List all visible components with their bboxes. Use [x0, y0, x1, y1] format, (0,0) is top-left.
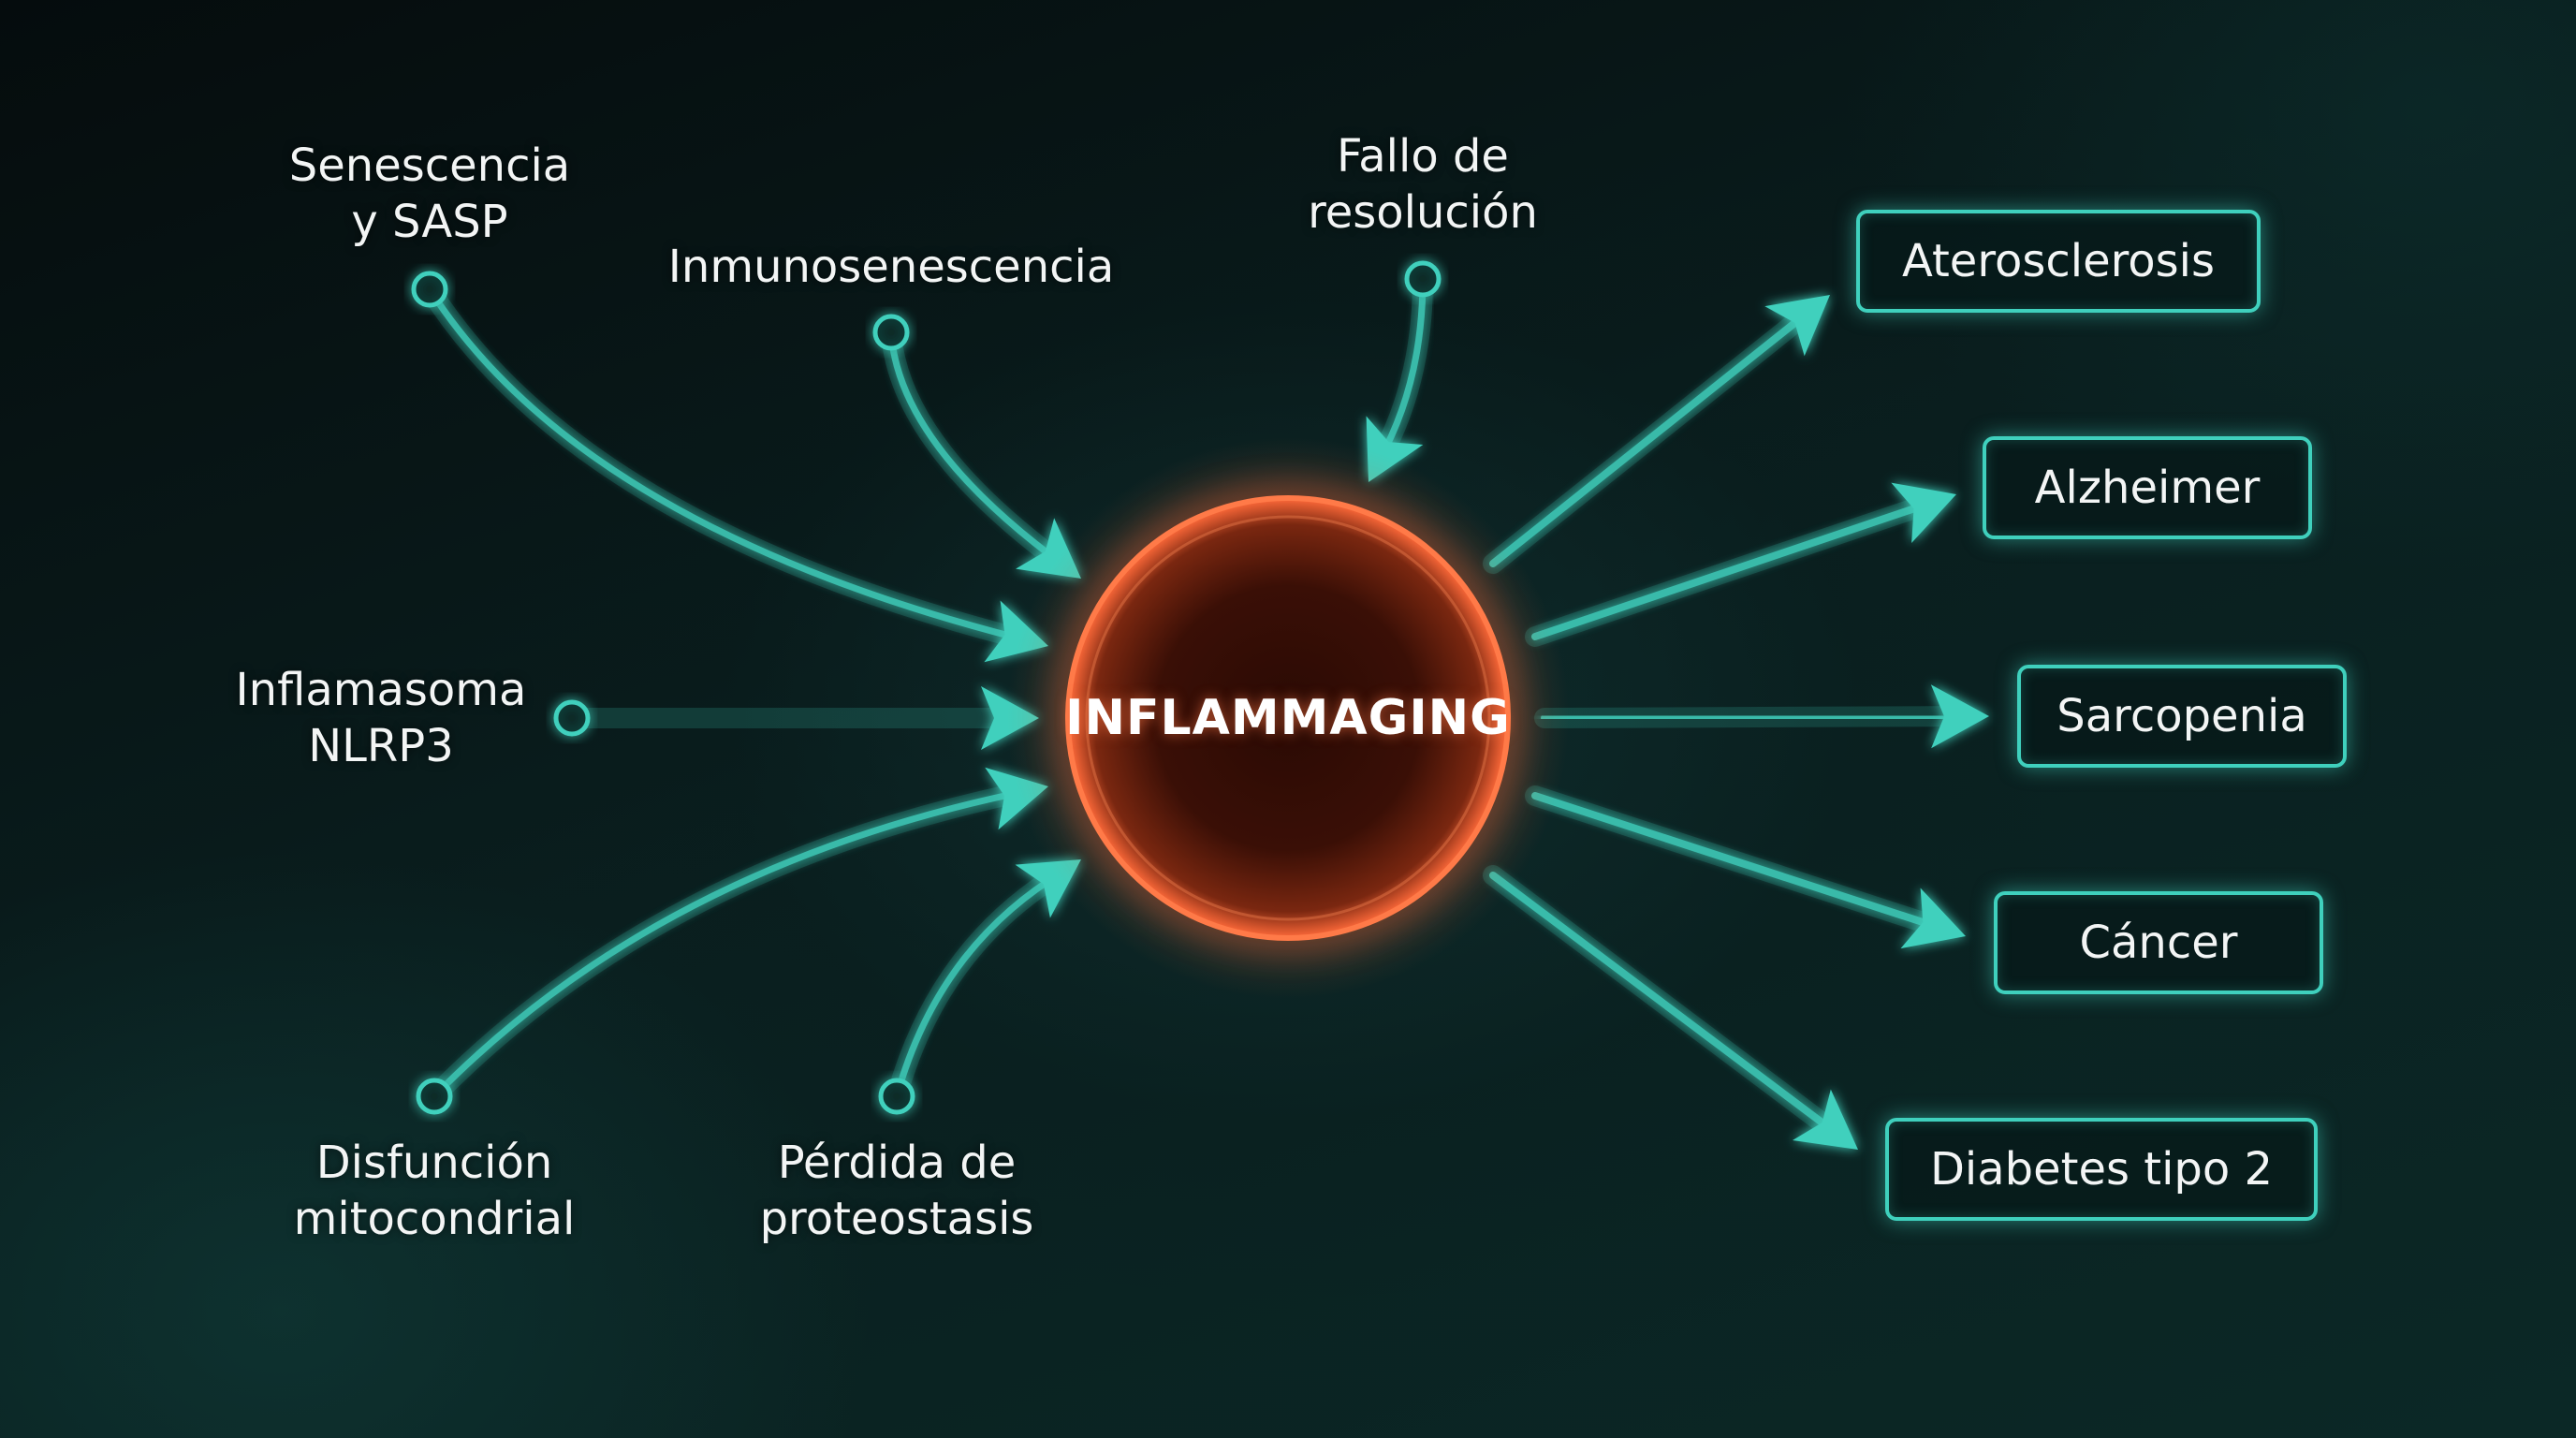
arrowhead-alzheimer — [1891, 482, 1956, 544]
arrow-proteostasis — [893, 876, 1054, 1100]
nodes-layer — [411, 260, 1442, 1115]
source-node-inflamasoma — [553, 699, 591, 737]
center-label: INFLAMMAGING — [1065, 690, 1511, 746]
center-inner-ring — [1085, 515, 1491, 921]
outcome-box-diabetes: Diabetes tipo 2 — [1885, 1118, 2318, 1221]
source-node-disfuncion — [416, 1078, 453, 1115]
outcome-box-aterosclerosis: Aterosclerosis — [1856, 210, 2261, 313]
arrow-glow-proteostasis — [886, 869, 1061, 1107]
arrowhead-sarcopenia — [1930, 684, 1989, 749]
arrow-senescencia — [426, 286, 1016, 640]
arrow-alzheimer — [1531, 502, 1925, 640]
arrowhead-aterosclerosis — [1764, 295, 1830, 357]
arrowhead-cancer — [1900, 888, 1966, 949]
arrow-fallo-resolucion — [1382, 275, 1427, 452]
outcome-box-sarcopenia: Sarcopenia — [2017, 665, 2347, 768]
arrow-disfuncion — [431, 790, 1016, 1100]
center-node — [1007, 437, 1569, 999]
outcome-box-cancer: Cáncer — [1994, 891, 2323, 994]
arrow-aterosclerosis — [1489, 314, 1805, 567]
outcome-box-alzheimer: Alzheimer — [1983, 436, 2312, 539]
arrow-glow-inmunosenescencia — [881, 322, 1062, 566]
arrows-layer — [419, 269, 1989, 1150]
arrow-sarcopenia — [1541, 712, 1955, 722]
center-core — [1065, 495, 1511, 941]
input-label-inmunosenescencia: Inmunosenescencia — [667, 241, 1115, 293]
arrow-glow-senescencia — [419, 279, 1023, 647]
arrow-inmunosenescencia — [887, 329, 1055, 560]
arrow-diabetes — [1489, 872, 1833, 1131]
arrowhead-diabetes — [1793, 1089, 1858, 1150]
arrow-cancer — [1531, 792, 1934, 929]
arrow-glow-disfuncion — [424, 784, 1022, 1107]
source-node-inmunosenescencia — [872, 314, 910, 351]
source-node-proteostasis — [878, 1078, 915, 1115]
source-node-fallo-resolucion — [1404, 260, 1442, 298]
source-node-senescencia — [411, 271, 448, 308]
